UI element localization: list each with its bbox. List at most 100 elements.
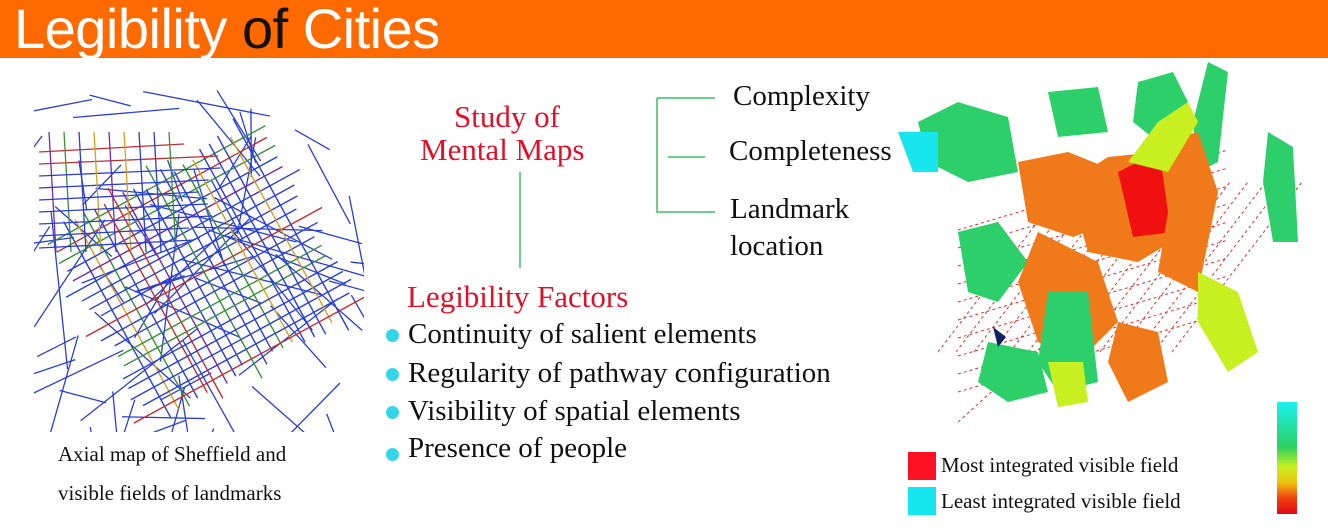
axial-line <box>114 236 315 347</box>
axial-line <box>182 164 284 349</box>
axial-map-image <box>34 90 364 432</box>
axial-line <box>38 215 213 225</box>
bullet-dot-icon <box>386 406 399 419</box>
axial-line <box>128 270 344 390</box>
axial-line <box>59 389 107 404</box>
visible-field <box>978 342 1048 402</box>
axial-line <box>38 155 218 165</box>
axial-line <box>100 221 318 342</box>
axial-line <box>38 203 208 213</box>
visible-field <box>1048 87 1108 137</box>
axial-line <box>34 135 43 148</box>
axial-line <box>122 261 339 380</box>
axial-line <box>145 165 263 379</box>
legend-label-most: Most integrated visible field <box>941 453 1179 477</box>
bullet-dot-icon <box>386 368 399 381</box>
axial-line <box>34 236 74 244</box>
visible-field <box>1198 272 1258 372</box>
axial-line <box>89 94 131 107</box>
legend-swatch-most <box>908 452 936 480</box>
title-part-cities: Cities <box>287 0 441 60</box>
axial-line <box>208 143 316 338</box>
axial-line <box>78 131 87 253</box>
page-title: Legibility of Cities <box>14 0 440 62</box>
bullet-dot-icon <box>386 329 399 342</box>
visible-field <box>1108 322 1168 402</box>
axial-line <box>54 205 113 257</box>
axial-line <box>238 298 339 376</box>
axial-line <box>73 107 180 119</box>
axial-line <box>153 131 162 253</box>
axial-line <box>38 167 221 177</box>
visible-field <box>1158 132 1218 292</box>
axial-line <box>34 359 76 375</box>
axial-line <box>130 278 352 401</box>
axial-line <box>167 159 184 202</box>
axial-line <box>34 225 51 253</box>
axial-line <box>38 239 195 249</box>
axial-line <box>122 416 206 420</box>
axial-line <box>182 340 235 432</box>
factor-text: Regularity of pathway configuration <box>408 357 831 389</box>
axial-line <box>191 226 323 232</box>
visible-field <box>1263 132 1298 242</box>
axial-line <box>34 98 93 112</box>
axial-line <box>142 292 350 407</box>
visible-field <box>918 102 1018 182</box>
axial-line <box>168 131 177 253</box>
axial-line <box>290 382 341 432</box>
axial-line <box>38 179 209 189</box>
axial-line <box>328 280 364 292</box>
legibility-factors-heading: Legibility Factors <box>407 279 629 314</box>
title-part-legibility: Legibility <box>14 0 242 60</box>
visible-field <box>958 222 1028 302</box>
bullet-dot-icon <box>386 448 399 461</box>
axial-line <box>34 219 106 328</box>
mental-maps-heading-line2: Mental Maps <box>420 132 585 167</box>
axial-line <box>193 169 226 267</box>
axial-line <box>227 235 364 277</box>
axial-line <box>270 305 327 369</box>
axial-line <box>48 131 57 253</box>
mental-map-item-location: location <box>730 230 824 262</box>
visible-field <box>1133 72 1188 142</box>
axial-map-caption-line2: visible fields of landmarks <box>58 481 282 505</box>
visible-field <box>898 132 938 172</box>
factor-text: Continuity of salient elements <box>408 318 757 350</box>
axial-line <box>80 327 199 422</box>
axial-line <box>348 195 364 275</box>
axial-line <box>216 135 327 335</box>
axial-line <box>219 135 252 188</box>
mental-map-item-complexity: Complexity <box>733 80 870 112</box>
axial-line <box>298 225 362 245</box>
connector-lines <box>519 97 715 268</box>
axial-line <box>34 349 124 394</box>
axial-line <box>38 143 185 153</box>
axial-line <box>171 387 186 432</box>
axial-line <box>81 236 200 284</box>
axial-map-caption-line1: Axial map of Sheffield and <box>58 442 287 466</box>
color-scale-bar <box>1277 402 1297 514</box>
axial-line <box>229 136 333 324</box>
axial-line <box>159 168 268 365</box>
axial-line <box>123 399 136 432</box>
axial-line <box>124 286 240 338</box>
visibility-graph-map-image <box>898 62 1303 423</box>
factor-text: Presence of people <box>408 432 628 464</box>
axial-line <box>138 131 147 253</box>
axial-line <box>232 118 350 331</box>
axial-line <box>36 336 77 358</box>
axial-line <box>196 99 261 177</box>
axial-line <box>350 294 364 319</box>
axial-line <box>142 90 270 117</box>
axial-line <box>112 391 118 432</box>
axial-line <box>275 253 363 331</box>
title-banner <box>0 0 1328 58</box>
axial-line <box>38 227 189 237</box>
axial-line <box>146 222 234 305</box>
legend-label-least: Least integrated visible field <box>941 489 1181 513</box>
axial-line <box>211 428 215 432</box>
visible-field <box>993 327 1006 347</box>
visible-field <box>1128 102 1198 172</box>
axial-line <box>50 335 79 432</box>
